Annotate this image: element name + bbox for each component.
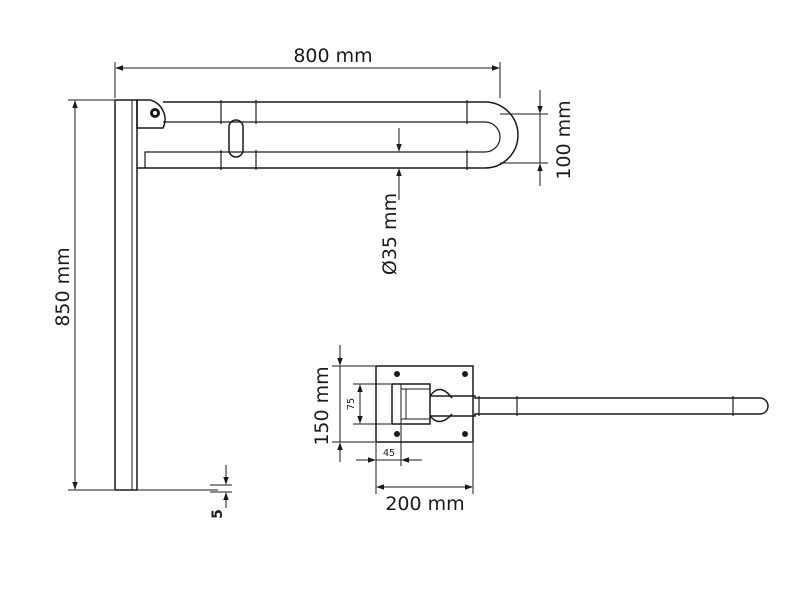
dim-rail-spacing-label: 100 mm: [553, 100, 575, 179]
dim-tube-diameter: Ø35 mm: [379, 128, 402, 275]
dim-plate-width-label: 200 mm: [385, 493, 464, 515]
screw-hole-icon: [462, 431, 468, 437]
grab-bar-tube: [430, 395, 769, 417]
dim-plate-height: 150 mm: [311, 345, 375, 462]
dim-height-total-label: 850 mm: [52, 247, 74, 326]
screw-hole-icon: [462, 371, 468, 377]
dim-plate-height-label: 150 mm: [311, 366, 333, 445]
dim-tube-diameter-label: Ø35 mm: [379, 193, 401, 275]
dim-width-total-label: 800 mm: [293, 45, 372, 67]
dim-bracket-height: 75: [346, 383, 391, 425]
dim-width-total: 800 mm: [114, 45, 501, 98]
dim-plate-width: 200 mm: [375, 443, 474, 515]
folding-rail-outer: [137, 101, 519, 169]
dim-bracket-width-label: 45: [383, 448, 395, 459]
screw-hole-icon: [394, 431, 400, 437]
folding-rail-inner: [144, 121, 501, 168]
side-view: 800 mm 850 mm 100 mm Ø35 mm: [52, 45, 575, 519]
dim-rail-spacing: 100 mm: [500, 90, 575, 186]
dim-height-total: 850 mm: [52, 99, 114, 491]
dim-bracket-height-label: 75: [346, 398, 357, 410]
support-post: [114, 99, 138, 491]
handle-grip: [228, 119, 244, 158]
top-view: 150 mm 75 45 200 mm: [311, 345, 769, 515]
hinge-knuckle: [136, 99, 166, 129]
dim-floor-gap: 5: [210, 465, 232, 519]
wall-plate: [375, 365, 474, 443]
screw-hole-icon: [394, 371, 400, 377]
hinge-bracket: [391, 383, 431, 425]
dim-bracket-width: 45: [356, 425, 422, 466]
dim-floor-gap-label: 5: [210, 509, 226, 519]
